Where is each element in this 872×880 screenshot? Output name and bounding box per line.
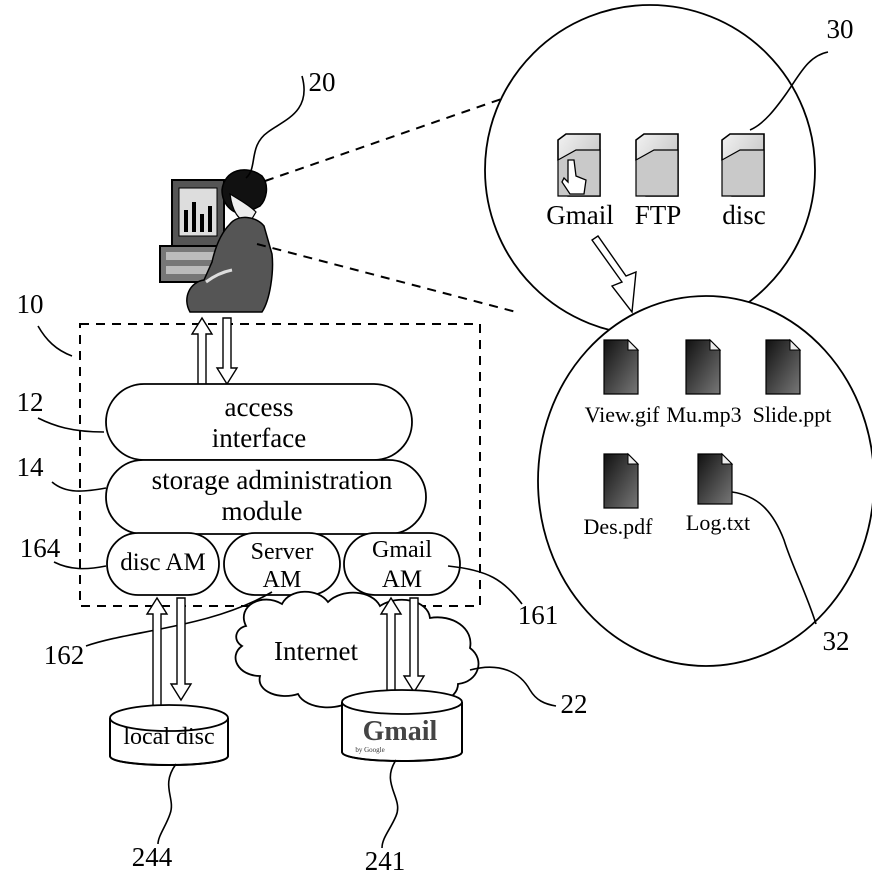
ref-gmail-am: 161 [518,600,559,630]
local-disc-cylinder [109,704,229,766]
file-label-des-pdf: Des.pdf [583,514,653,539]
storage-module-label-2: module [222,496,303,526]
file-icon-log-txt[interactable] [697,452,734,505]
gmail-logo-sub: by Google [355,746,384,754]
person-body [186,216,274,313]
local-disc-label: local disc [123,724,214,750]
folder-label-disc: disc [722,200,766,230]
internet-label: Internet [274,636,358,666]
folder-icon-disc[interactable] [721,133,765,197]
folder-label-gmail: Gmail [546,200,614,230]
ref-user: 20 [309,67,336,97]
folder-icon-ftp[interactable] [635,133,679,197]
folder-label-ftp: FTP [635,200,682,230]
server-am-label-1: Server [251,539,314,565]
leader-file-item [731,491,817,625]
access-interface-label-2: interface [212,423,306,453]
leader-disc-am [53,561,107,570]
file-icon-slide-ppt[interactable] [765,338,802,395]
server-am-box [223,532,341,596]
ref-storage-module: 14 [17,452,45,482]
leader-gmail-storage [381,759,399,849]
ref-system: 10 [17,289,44,319]
person-face [229,192,257,223]
gmail-storage-cylinder [341,689,463,762]
file-label-log-txt: Log.txt [686,510,750,535]
access-interface-label-1: access [225,392,294,422]
user-access-arrows [190,316,239,389]
leader-local-disc [157,763,177,845]
ref-internet: 22 [561,689,588,719]
gmail-logo: Gmail [363,716,438,747]
view-line-upper [264,95,511,182]
leader-access-interface [37,417,105,433]
user-at-computer [159,169,274,313]
ref-local-disc: 244 [132,842,173,872]
disc-am-label: disc AM [120,549,205,576]
gmail-am-box [343,532,461,596]
leader-gmail-am [447,565,523,605]
leader-file-view [749,51,829,131]
ref-disc-am: 164 [20,533,61,563]
server-am-label-2: AM [263,567,302,593]
gmail-am-label-1: Gmail [372,537,432,563]
gmail-am-label-2: AM [382,566,422,593]
ref-file-view: 30 [827,14,854,44]
file-label-slide-ppt: Slide.ppt [753,402,832,427]
leader-user [245,75,305,179]
leader-storage-module [51,481,107,492]
file-label-mu-mp3: Mu.mp3 [666,402,741,427]
ref-file-item: 32 [823,626,850,656]
file-label-view-gif: View.gif [585,402,661,427]
disc-am-box [106,532,220,596]
file-icon-mu-mp3[interactable] [685,338,722,395]
ref-server-am: 162 [44,640,85,670]
view-line-lower [256,243,521,314]
ref-gmail-storage: 241 [365,846,406,876]
file-icon-view-gif[interactable] [603,338,640,395]
hand-cursor-icon [561,159,587,195]
file-icon-des-pdf[interactable] [603,452,640,509]
leader-system [37,325,73,357]
open-folder-arrow [591,235,637,314]
leader-server-am [85,591,273,647]
disc-arrows [145,596,193,709]
storage-module-label-1: storage administration [152,465,393,495]
leader-internet [469,666,557,707]
folder-icon-gmail[interactable] [557,133,601,197]
ref-access-interface: 12 [17,387,44,417]
